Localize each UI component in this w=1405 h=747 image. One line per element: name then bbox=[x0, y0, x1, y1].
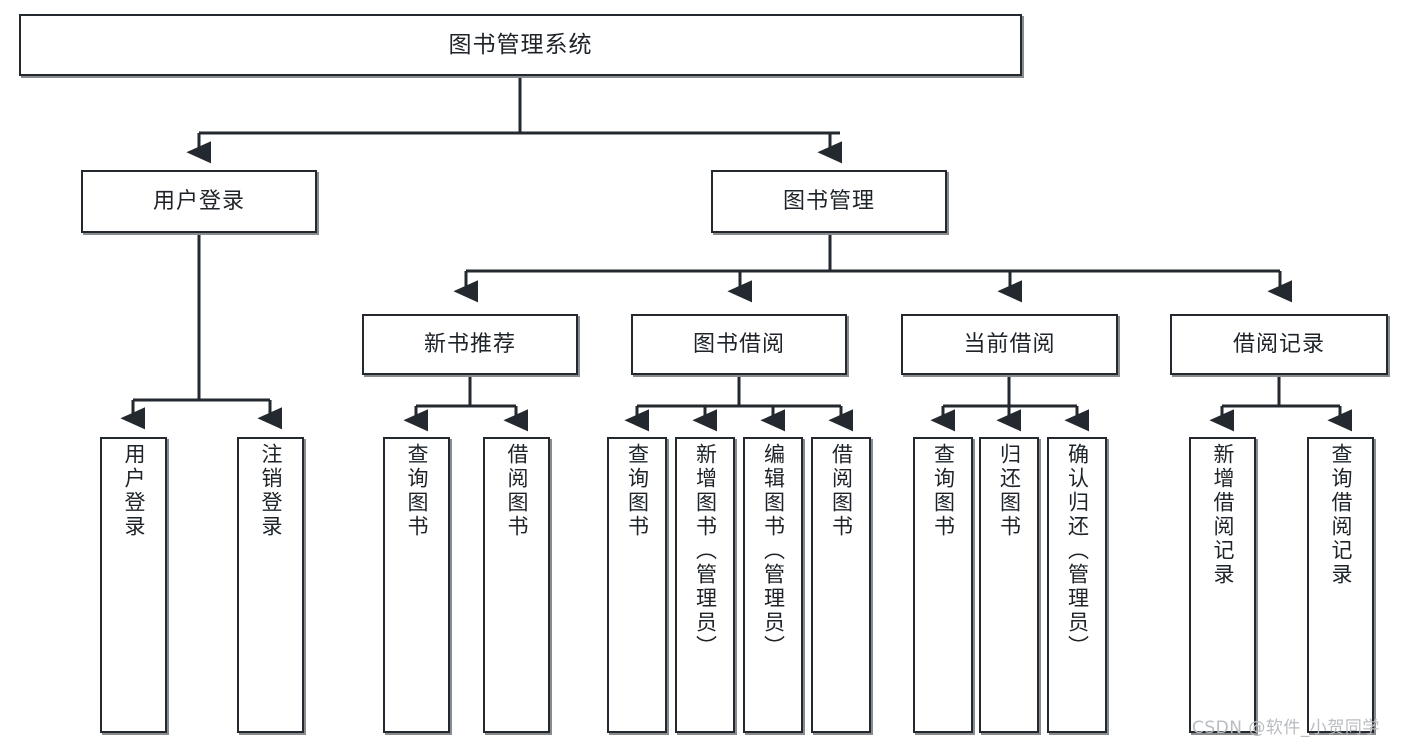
leaf-record-add-record-label: 新增借阅记录 bbox=[1211, 443, 1235, 587]
node-user-login[interactable]: 用户登录 bbox=[81, 170, 317, 233]
leaf-recommend-borrow-book-label: 借阅图书 bbox=[505, 443, 529, 539]
leaf-borrow-query-book-label: 查询图书 bbox=[625, 443, 650, 539]
node-book-borrow[interactable]: 图书借阅 bbox=[631, 314, 847, 375]
node-borrow-record[interactable]: 借阅记录 bbox=[1170, 314, 1388, 375]
node-book-management[interactable]: 图书管理 bbox=[711, 170, 947, 233]
leaf-user-login-signin-label: 用户登录 bbox=[122, 443, 146, 539]
leaf-current-return-book[interactable]: 归还图书 bbox=[979, 437, 1039, 733]
leaf-current-confirm-return-admin[interactable]: 确认归还（管理员） bbox=[1047, 437, 1107, 733]
leaf-record-add-record[interactable]: 新增借阅记录 bbox=[1189, 437, 1256, 733]
leaf-borrow-edit-book-admin-label: 编辑图书（管理员） bbox=[761, 443, 786, 659]
leaf-current-query-book-label: 查询图书 bbox=[931, 443, 956, 539]
node-user-login-label: 用户登录 bbox=[152, 188, 245, 214]
node-current-borrow-label: 当前借阅 bbox=[963, 331, 1056, 357]
leaf-user-login-signout-label: 注销登录 bbox=[259, 443, 283, 539]
leaf-user-login-signout[interactable]: 注销登录 bbox=[237, 437, 304, 733]
leaf-borrow-add-book-admin[interactable]: 新增图书（管理员） bbox=[675, 437, 735, 733]
leaf-current-return-book-label: 归还图书 bbox=[997, 443, 1022, 539]
leaf-record-query-record-label: 查询借阅记录 bbox=[1329, 443, 1353, 587]
csdn-watermark: CSDN @软件_小贺同学 bbox=[1192, 718, 1380, 738]
leaf-borrow-query-book[interactable]: 查询图书 bbox=[607, 437, 667, 733]
leaf-user-login-signin[interactable]: 用户登录 bbox=[100, 437, 167, 733]
leaf-borrow-add-book-admin-label: 新增图书（管理员） bbox=[693, 443, 718, 659]
leaf-record-query-record[interactable]: 查询借阅记录 bbox=[1307, 437, 1374, 733]
leaf-recommend-query-book-label: 查询图书 bbox=[405, 443, 429, 539]
leaf-borrow-edit-book-admin[interactable]: 编辑图书（管理员） bbox=[743, 437, 803, 733]
leaf-borrow-borrow-book-label: 借阅图书 bbox=[829, 443, 854, 539]
leaf-borrow-borrow-book[interactable]: 借阅图书 bbox=[811, 437, 871, 733]
node-borrow-record-label: 借阅记录 bbox=[1232, 331, 1325, 357]
node-book-borrow-label: 图书借阅 bbox=[692, 331, 785, 357]
node-new-book-recommend-label: 新书推荐 bbox=[423, 331, 516, 357]
node-current-borrow[interactable]: 当前借阅 bbox=[901, 314, 1118, 375]
leaf-current-confirm-return-admin-label: 确认归还（管理员） bbox=[1065, 443, 1090, 659]
leaf-current-query-book[interactable]: 查询图书 bbox=[913, 437, 973, 733]
node-root[interactable]: 图书管理系统 bbox=[19, 14, 1022, 76]
leaf-recommend-borrow-book[interactable]: 借阅图书 bbox=[483, 437, 550, 733]
node-root-label: 图书管理系统 bbox=[448, 31, 593, 58]
node-book-management-label: 图书管理 bbox=[782, 188, 875, 214]
node-new-book-recommend[interactable]: 新书推荐 bbox=[362, 314, 578, 375]
leaf-recommend-query-book[interactable]: 查询图书 bbox=[383, 437, 450, 733]
